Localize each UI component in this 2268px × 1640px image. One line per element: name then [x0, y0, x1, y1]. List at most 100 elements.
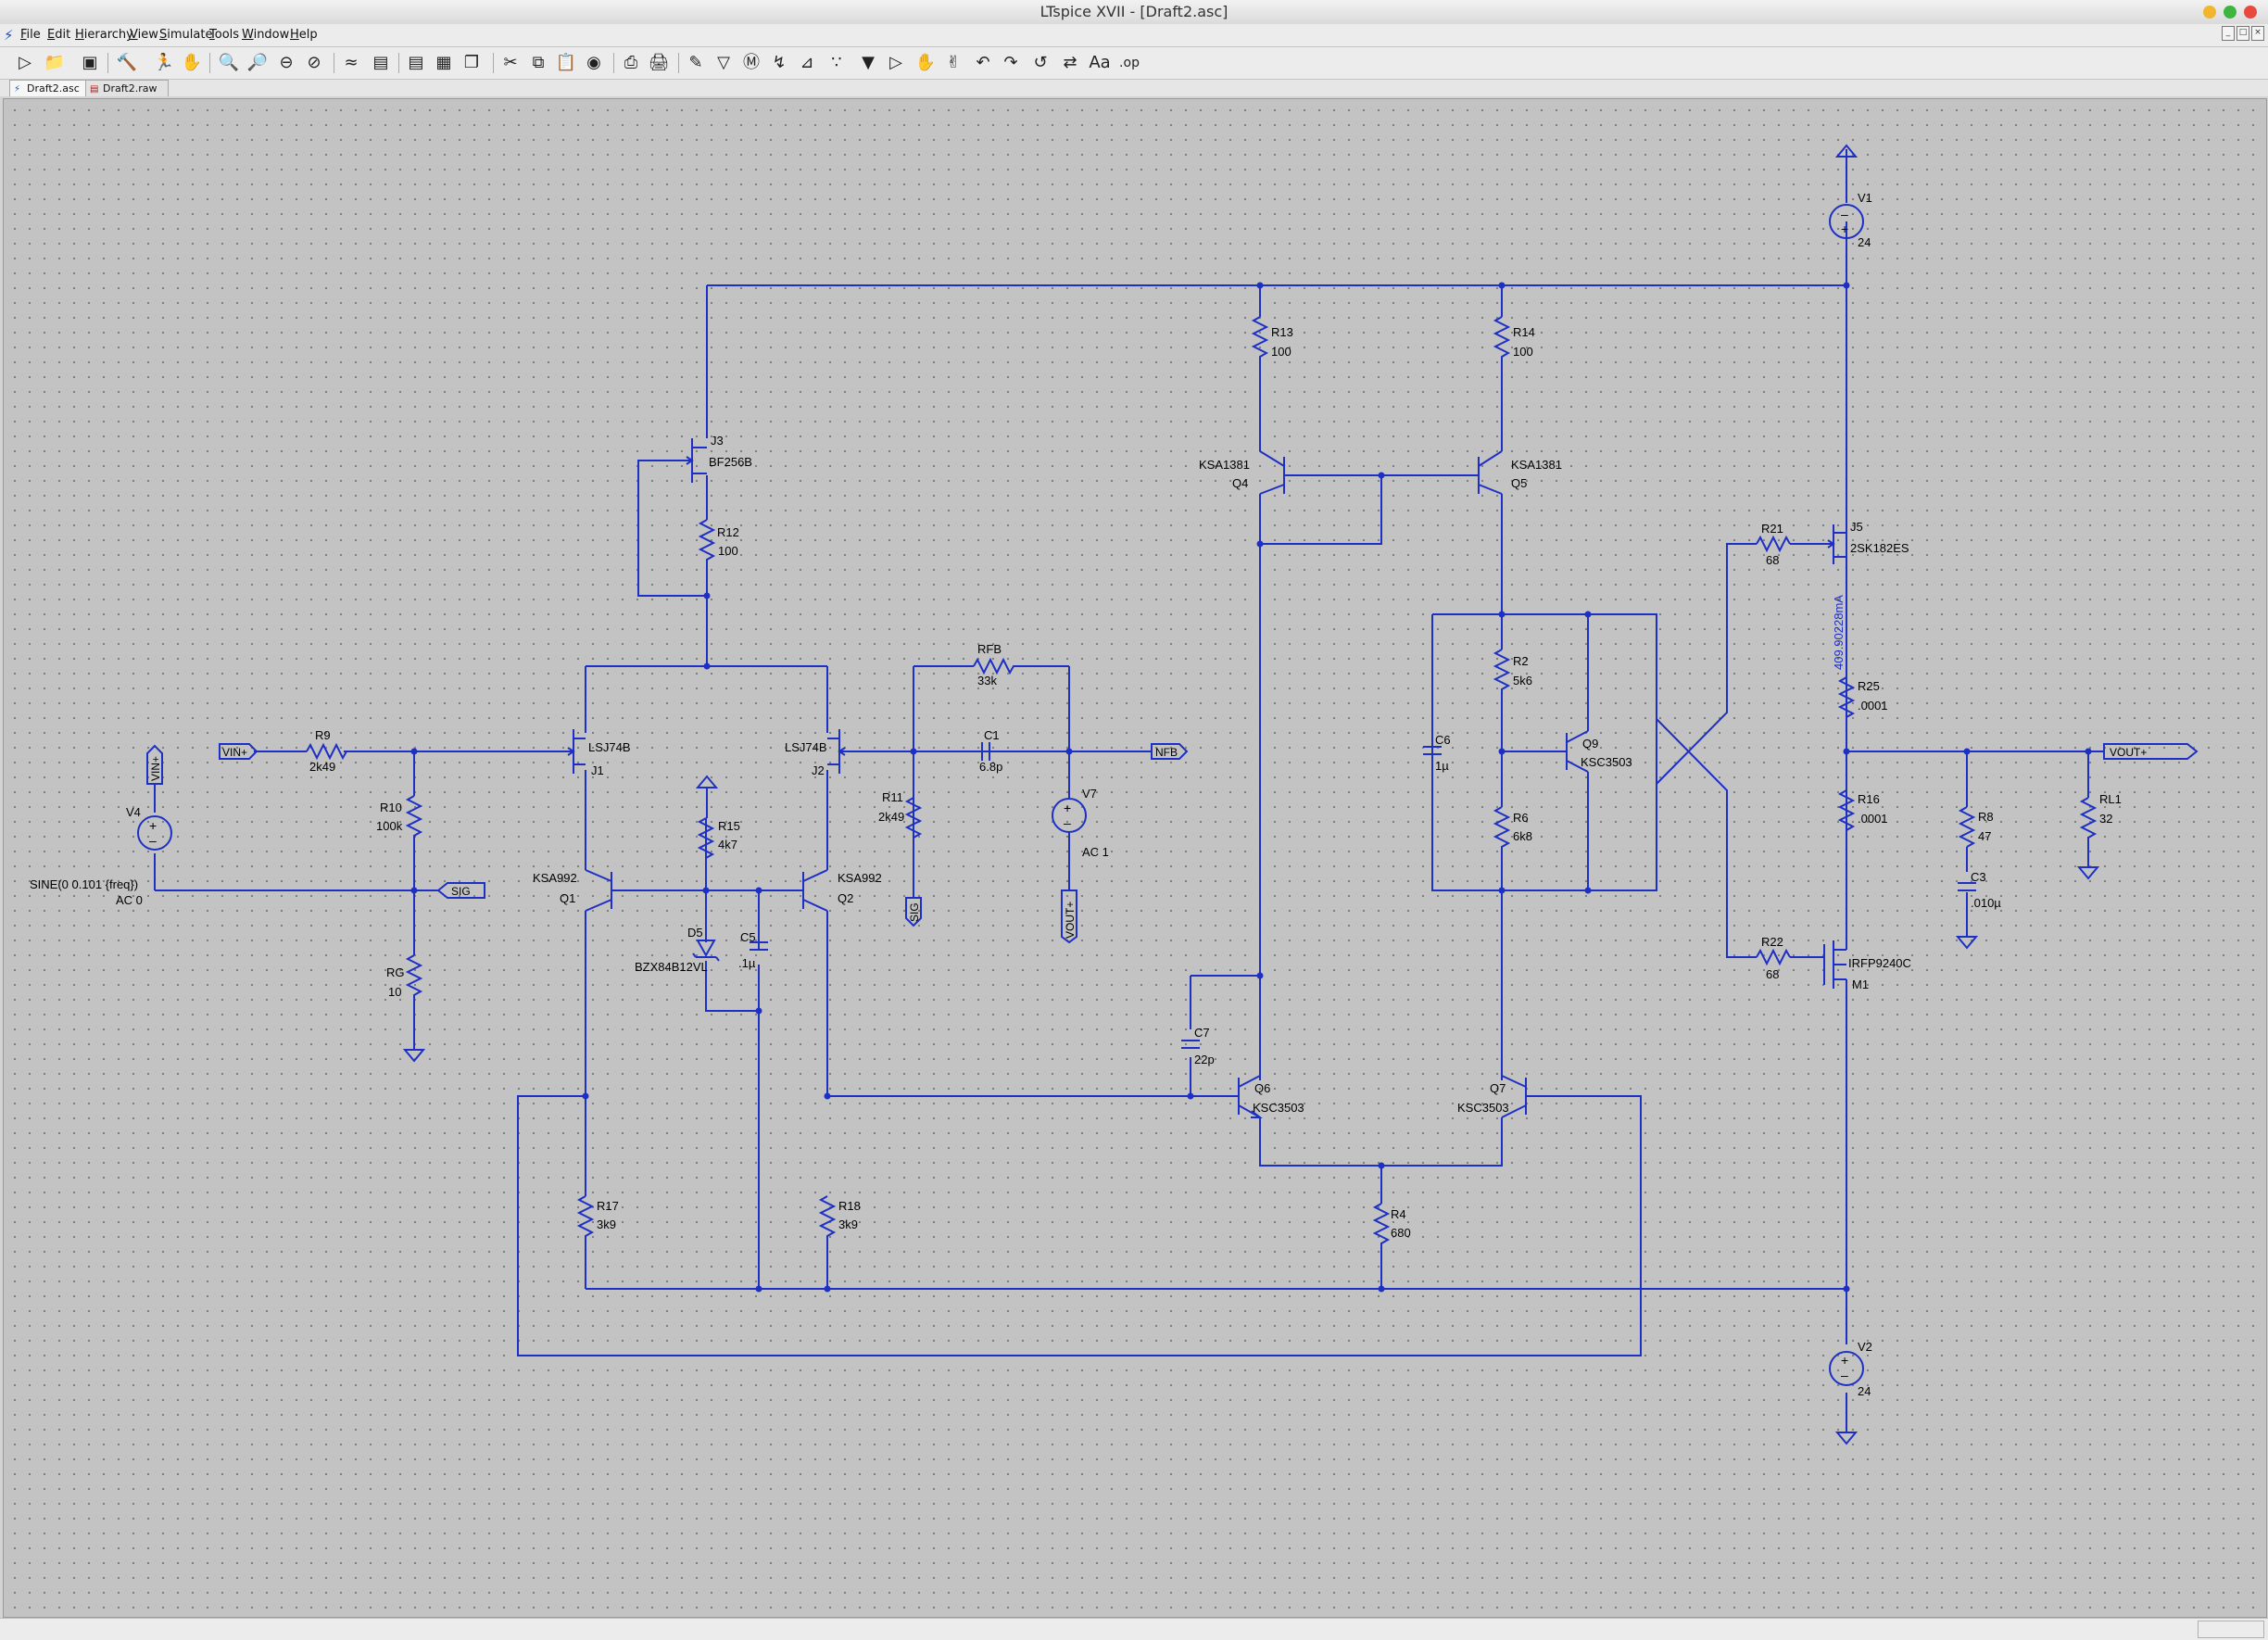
find-icon[interactable]: ◉ — [586, 53, 601, 72]
paste-icon[interactable]: 📋 — [555, 53, 577, 72]
move-icon[interactable]: ✋ — [914, 53, 937, 72]
svg-text:+: + — [1841, 221, 1848, 236]
net-label-sig-vertical: SIG — [908, 902, 921, 922]
ref-j1: J1 — [591, 763, 604, 777]
net-label-vin-vertical: VIN+ — [149, 756, 162, 781]
value-r12: 100 — [718, 544, 738, 558]
menu-help[interactable]: Help — [290, 28, 318, 42]
component-labels: V1 24 V2 24 V4 SINE(0 0.101 {freq}) AC 0… — [30, 191, 2122, 1398]
value-v4: SINE(0 0.101 {freq}) — [30, 877, 138, 891]
cut-icon[interactable]: ✂ — [503, 53, 518, 72]
mdi-restore-icon[interactable]: □ — [2236, 26, 2249, 41]
menu-edit[interactable]: Edit — [47, 28, 71, 42]
print-setup-icon[interactable]: ⎙ — [624, 53, 638, 72]
cascade-icon[interactable]: ❐ — [463, 53, 480, 72]
value-c1: 6.8p — [979, 760, 1002, 774]
value-q2: KSA992 — [838, 871, 882, 885]
value-q4: KSA1381 — [1199, 458, 1250, 472]
maximize-button[interactable] — [2224, 6, 2236, 19]
rotate-icon[interactable]: ↺ — [1033, 53, 1048, 72]
text-icon[interactable]: Aa — [1089, 53, 1111, 72]
halt-icon[interactable]: ✋ — [181, 53, 203, 72]
label-net-icon[interactable]: Ⓜ — [743, 53, 760, 72]
control-panel-icon[interactable]: 🔨 — [116, 53, 138, 72]
ref-q1: Q1 — [560, 891, 575, 905]
component-icon[interactable]: ▷ — [889, 53, 902, 72]
ref-r15: R15 — [718, 819, 740, 833]
menu-file[interactable]: File — [20, 28, 41, 42]
menu-hierarchy[interactable]: Hierarchy — [75, 28, 133, 42]
new-schematic-icon[interactable]: ▷ — [19, 53, 32, 72]
print-icon[interactable]: 🖨 — [648, 53, 670, 72]
ref-d5: D5 — [687, 926, 703, 940]
waveform-autorange-icon[interactable]: ≈ — [344, 53, 359, 72]
ref-q7: Q7 — [1490, 1081, 1506, 1095]
waveform-tab-icon: ▤ — [90, 84, 99, 95]
tab-draft2-asc[interactable]: ⚡Draft2.asc — [9, 80, 91, 96]
ref-q5: Q5 — [1511, 476, 1527, 490]
wire-icon[interactable]: ✎ — [688, 53, 703, 72]
mdi-close-icon[interactable]: × — [2251, 26, 2264, 41]
value-r17: 3k9 — [597, 1217, 616, 1231]
value-q1: KSA992 — [533, 871, 577, 885]
menu-simulate[interactable]: Simulate — [159, 28, 213, 42]
ref-r6: R6 — [1513, 811, 1529, 825]
bjt-symbols — [585, 450, 1589, 1118]
junctions — [410, 282, 2092, 1293]
save-icon[interactable]: ▣ — [82, 53, 98, 72]
value-j1: LSJ74B — [588, 740, 631, 754]
minimize-button[interactable] — [2203, 6, 2216, 19]
run-icon[interactable]: 🏃 — [153, 53, 175, 72]
ref-r4: R4 — [1391, 1207, 1406, 1221]
value-c5: .1µ — [738, 956, 756, 970]
menu-view[interactable]: View — [130, 28, 158, 42]
value-r14: 100 — [1513, 345, 1533, 359]
ref-q4: Q4 — [1232, 476, 1248, 490]
net-label-vout: VOUT+ — [2110, 746, 2147, 759]
mirror-icon[interactable]: ⇄ — [1063, 53, 1077, 72]
ref-rl1: RL1 — [2099, 792, 2122, 806]
drag-icon[interactable]: ✌ — [946, 53, 961, 72]
ground-icon[interactable]: ▽ — [717, 53, 730, 72]
value-q5: KSA1381 — [1511, 458, 1562, 472]
ref-j3: J3 — [711, 434, 724, 448]
value-r25: .0001 — [1858, 699, 1888, 713]
tile-horizontal-icon[interactable]: ▤ — [408, 53, 424, 72]
ref-m1: M1 — [1852, 978, 1869, 991]
close-button[interactable] — [2244, 6, 2257, 19]
capacitor-symbols — [750, 742, 1976, 1049]
zoom-fit-icon[interactable]: ⊘ — [307, 53, 321, 72]
tab-draft2-raw[interactable]: ▤Draft2.raw — [85, 80, 169, 96]
mdi-minimize-icon[interactable]: _ — [2222, 26, 2235, 41]
zoom-in-icon[interactable]: 🔍 — [218, 53, 240, 72]
net-label-sig: SIG — [451, 885, 471, 898]
menu-window[interactable]: Window — [242, 28, 290, 42]
spice-directive-icon[interactable]: .op — [1119, 56, 1140, 70]
inductor-icon[interactable]: ∵ — [831, 53, 842, 72]
ltspice-app-icon[interactable]: ⚡ — [4, 27, 14, 44]
schematic-canvas[interactable]: –+ +– +– +– — [3, 98, 2267, 1618]
waveform-icon[interactable]: ▤ — [372, 53, 389, 72]
value2-v4: AC 0 — [116, 893, 143, 907]
undo-icon[interactable]: ↶ — [976, 53, 990, 72]
capacitor-icon[interactable]: ⊿ — [800, 53, 814, 72]
value-q7: KSC3503 — [1457, 1101, 1509, 1115]
svg-text:–: – — [1064, 815, 1071, 830]
ref-c7: C7 — [1194, 1026, 1210, 1040]
open-icon[interactable]: 📁 — [44, 53, 66, 72]
resistor-icon[interactable]: ↯ — [772, 53, 787, 72]
diode-icon[interactable]: ▼ — [862, 53, 875, 72]
copy-icon[interactable]: ⧉ — [532, 53, 545, 72]
ref-v4: V4 — [126, 805, 141, 819]
svg-text:–: – — [1841, 1368, 1848, 1382]
ref-v2: V2 — [1858, 1340, 1872, 1354]
zoom-out-icon[interactable]: ⊖ — [279, 53, 294, 72]
redo-icon[interactable]: ↷ — [1003, 53, 1018, 72]
ref-r21: R21 — [1761, 522, 1783, 536]
value-v7: AC 1 — [1082, 845, 1109, 859]
tile-vertical-icon[interactable]: ▦ — [435, 53, 452, 72]
menu-tools[interactable]: Tools — [209, 28, 240, 42]
ref-r14: R14 — [1513, 325, 1535, 339]
zoom-pan-icon[interactable]: 🔎 — [246, 53, 269, 72]
ref-r22: R22 — [1761, 935, 1783, 949]
